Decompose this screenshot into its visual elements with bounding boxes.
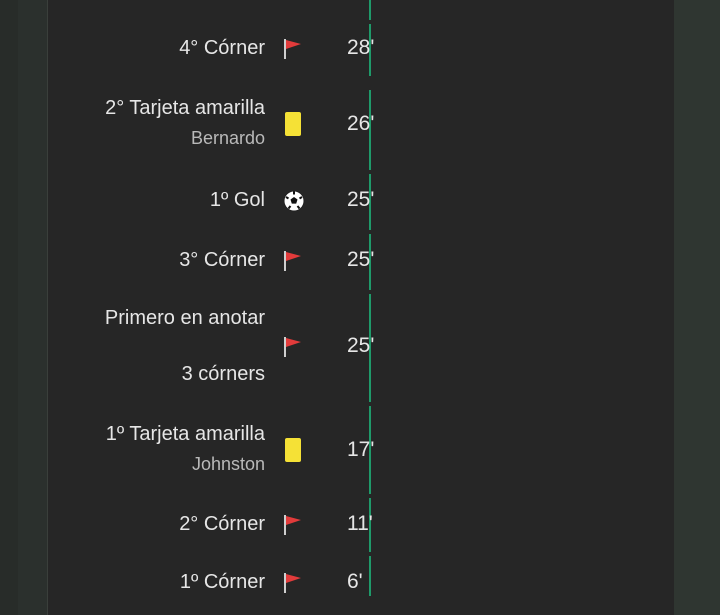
event-title: 1º Gol xyxy=(209,189,265,211)
corner-flag-icon xyxy=(283,38,303,60)
left-edge xyxy=(0,0,18,615)
event-title: 4° Córner xyxy=(179,37,265,59)
corner-flag-icon xyxy=(283,572,303,594)
timeline-segment xyxy=(369,498,371,552)
event-title: Primero en anotar xyxy=(104,307,265,329)
timeline-segment xyxy=(369,294,371,402)
event-title: 1º Córner xyxy=(179,571,265,593)
timeline-segment xyxy=(369,90,371,170)
event-title: 1º Tarjeta amarilla xyxy=(105,423,265,445)
event-minute: 26' xyxy=(347,112,375,135)
right-edge xyxy=(672,0,720,615)
event-title: 3° Córner xyxy=(179,249,265,271)
timeline-segment xyxy=(369,174,371,230)
timeline-segment xyxy=(369,24,371,76)
event-minute: 11' xyxy=(347,512,373,535)
event-minute: 17' xyxy=(347,438,375,461)
event-minute: 25' xyxy=(347,334,375,357)
timeline-segment xyxy=(369,0,371,20)
event-minute: 28' xyxy=(347,36,375,59)
timeline-segment xyxy=(369,406,371,494)
timeline xyxy=(369,0,371,615)
event-title: 2° Tarjeta amarilla xyxy=(105,97,265,119)
timeline-segment xyxy=(369,234,371,290)
match-events-panel: 4° Córner 28' 2° Tarjeta amarilla Bernar… xyxy=(47,0,674,615)
event-player: Bernardo xyxy=(190,128,265,148)
event-player: Johnston xyxy=(191,454,265,474)
soccer-ball-icon xyxy=(283,190,305,212)
event-minute: 25' xyxy=(347,188,375,211)
corner-flag-icon xyxy=(283,250,303,272)
yellow-card-icon xyxy=(285,438,301,462)
corner-flag-icon xyxy=(283,514,303,536)
timeline-segment xyxy=(369,556,371,596)
event-minute: 25' xyxy=(347,248,375,271)
corner-flag-icon xyxy=(283,336,303,358)
event-title: 2° Córner xyxy=(179,513,265,535)
event-title-line2: 3 córners xyxy=(181,363,265,385)
yellow-card-icon xyxy=(285,112,301,136)
event-minute: 6' xyxy=(347,570,363,593)
